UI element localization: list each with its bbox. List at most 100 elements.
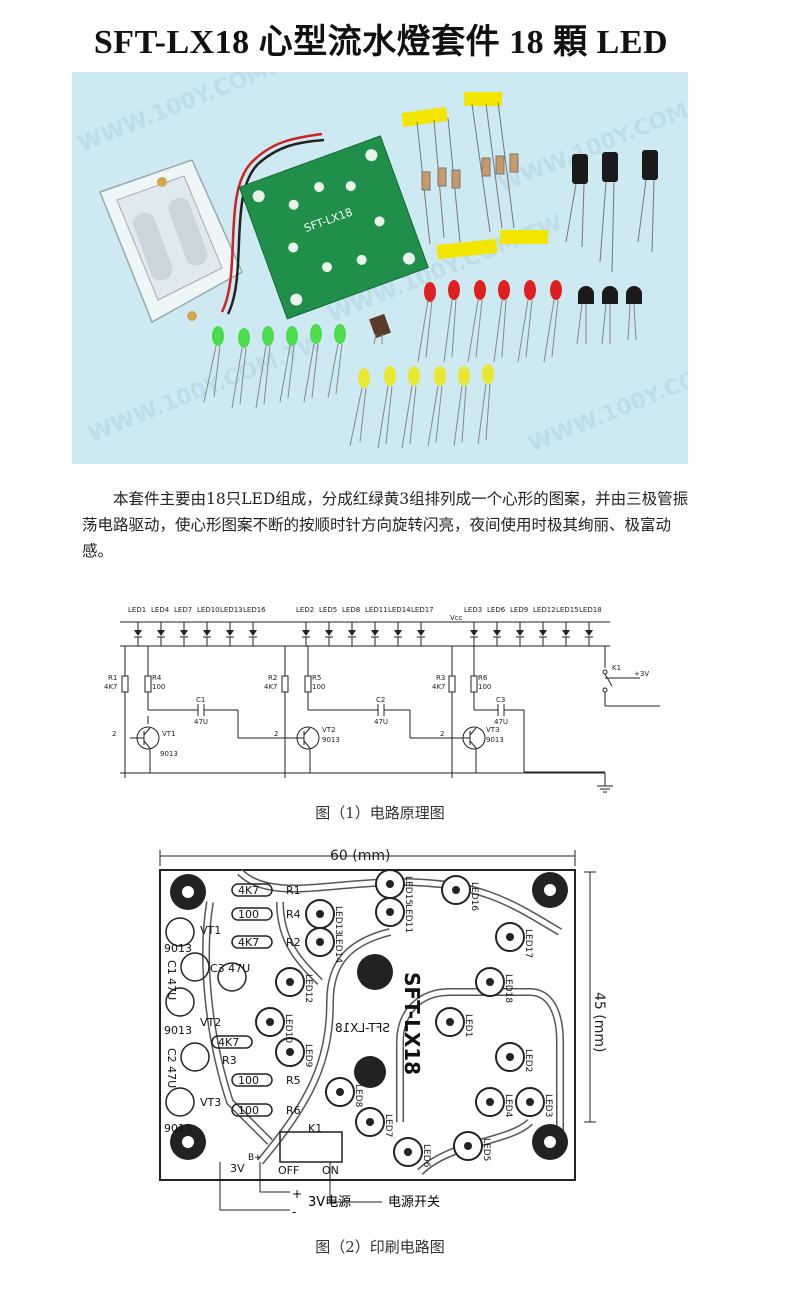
led-pad-hole: [266, 1018, 274, 1026]
led-pad-hole: [386, 880, 394, 888]
pcb-led-label: LED10: [283, 1014, 293, 1043]
led-label: LED5: [319, 606, 337, 614]
svg-text:60 (mm): 60 (mm): [330, 848, 390, 864]
description: 本套件主要由18只LED组成，分成红绿黄3组排列成一个心形的图案，并由三极管振荡…: [82, 490, 689, 560]
svg-text:9013: 9013: [164, 942, 192, 955]
led-label: LED16: [243, 606, 266, 614]
svg-text:K1: K1: [308, 1122, 322, 1135]
pcb-led-label: LED5: [481, 1138, 491, 1161]
led-label: LED10: [197, 606, 220, 614]
led-symbol: [249, 622, 257, 646]
led-pad-hole: [452, 886, 460, 894]
svg-text:9013: 9013: [322, 736, 340, 744]
transistors: [576, 286, 642, 345]
pcb-led-label: LED4: [503, 1094, 513, 1118]
resistors: [401, 92, 548, 260]
svg-text:R2: R2: [268, 674, 277, 682]
svg-text:100: 100: [152, 683, 165, 691]
pcb-caption: 图（2）印刷电路图: [315, 1238, 445, 1256]
pcb-led-label: LED6: [421, 1144, 431, 1168]
svg-text:2: 2: [112, 730, 116, 738]
led-label: LED12: [533, 606, 556, 614]
pcb-led-label: LED1: [463, 1014, 473, 1037]
led-pad-hole: [486, 978, 494, 986]
svg-text:47U: 47U: [374, 718, 388, 726]
led-label: LED1: [128, 606, 146, 614]
svg-text:4K7: 4K7: [238, 884, 259, 897]
pcb-led-label: LED7: [383, 1114, 393, 1137]
svg-text:R3: R3: [222, 1054, 237, 1067]
led-symbol: [470, 622, 478, 646]
led-symbol: [394, 622, 402, 646]
pcb-led-label: LED12: [303, 974, 313, 1003]
pcb-led-label: LED3: [543, 1094, 553, 1117]
svg-text:B+: B+: [248, 1153, 262, 1163]
svg-text:4K7: 4K7: [238, 936, 259, 949]
svg-text:100: 100: [238, 1074, 259, 1087]
led-symbol: [371, 622, 379, 646]
svg-text:4K7: 4K7: [104, 683, 118, 691]
led-pad-hole: [366, 1118, 374, 1126]
kit-photo: WWW.100Y.COM.TW WWW.100Y.COM.TW WWW.100Y…: [72, 72, 688, 464]
svg-text:-: -: [292, 1205, 296, 1219]
svg-text:OFF: OFF: [278, 1164, 299, 1177]
led-label: LED2: [296, 606, 314, 614]
svg-text:C1: C1: [196, 696, 205, 704]
led-pad-hole: [506, 933, 514, 941]
led-pad-hole: [526, 1098, 534, 1106]
svg-text:R4: R4: [286, 908, 301, 921]
led-symbol: [134, 622, 142, 646]
svg-text:9013: 9013: [160, 750, 178, 758]
pcb-led-label: LED16: [469, 882, 479, 911]
svg-text:SFT-LX18: SFT-LX18: [400, 972, 424, 1075]
svg-text:C3: C3: [496, 696, 505, 704]
led-symbol: [417, 622, 425, 646]
pcb-led-label: LED13: [333, 906, 343, 935]
pcb-led-label: LED11: [403, 904, 413, 933]
battery-holder: [99, 159, 243, 324]
led-symbol: [539, 622, 547, 646]
led-pad-hole: [464, 1142, 472, 1150]
svg-text:R3: R3: [436, 674, 445, 682]
led-label: LED18: [579, 606, 602, 614]
led-label: LED9: [510, 606, 528, 614]
svg-text:R1: R1: [286, 884, 301, 897]
svg-text:R5: R5: [286, 1074, 301, 1087]
schematic-caption: 图（1）电路原理图: [315, 804, 445, 822]
svg-text:VT2: VT2: [322, 726, 336, 734]
led-label: LED7: [174, 606, 192, 614]
slide-switch: [369, 313, 391, 345]
led-label: LED14: [388, 606, 411, 614]
svg-text:C1 47U: C1 47U: [165, 960, 178, 1000]
led-symbol: [180, 622, 188, 646]
led-pad-hole: [316, 938, 324, 946]
led-symbol: [325, 622, 333, 646]
led-symbol: [157, 622, 165, 646]
led-label: LED4: [151, 606, 170, 614]
led-pad-hole: [286, 1048, 294, 1056]
svg-text:100: 100: [312, 683, 325, 691]
svg-text:45 (mm): 45 (mm): [591, 992, 607, 1052]
led-pad-hole: [404, 1148, 412, 1156]
svg-text:100: 100: [238, 908, 259, 921]
svg-text:9013: 9013: [486, 736, 504, 744]
svg-text:3V: 3V: [230, 1162, 245, 1175]
svg-text:C2: C2: [376, 696, 385, 704]
pcb-led-label: LED9: [303, 1044, 313, 1068]
svg-text:VT2: VT2: [200, 1016, 221, 1029]
svg-text:100: 100: [478, 683, 491, 691]
pcb-led-label: LED15: [403, 876, 413, 905]
svg-text:9013: 9013: [164, 1122, 192, 1135]
led-label: LED15: [556, 606, 579, 614]
svg-text:电源开关: 电源开关: [388, 1195, 440, 1210]
svg-text:100: 100: [238, 1104, 259, 1117]
svg-text:R6: R6: [478, 674, 488, 682]
svg-text:9013: 9013: [164, 1024, 192, 1037]
led-symbol: [302, 622, 310, 646]
led-pad-hole: [506, 1053, 514, 1061]
led-pad-hole: [316, 910, 324, 918]
led-pad-hole: [286, 978, 294, 986]
